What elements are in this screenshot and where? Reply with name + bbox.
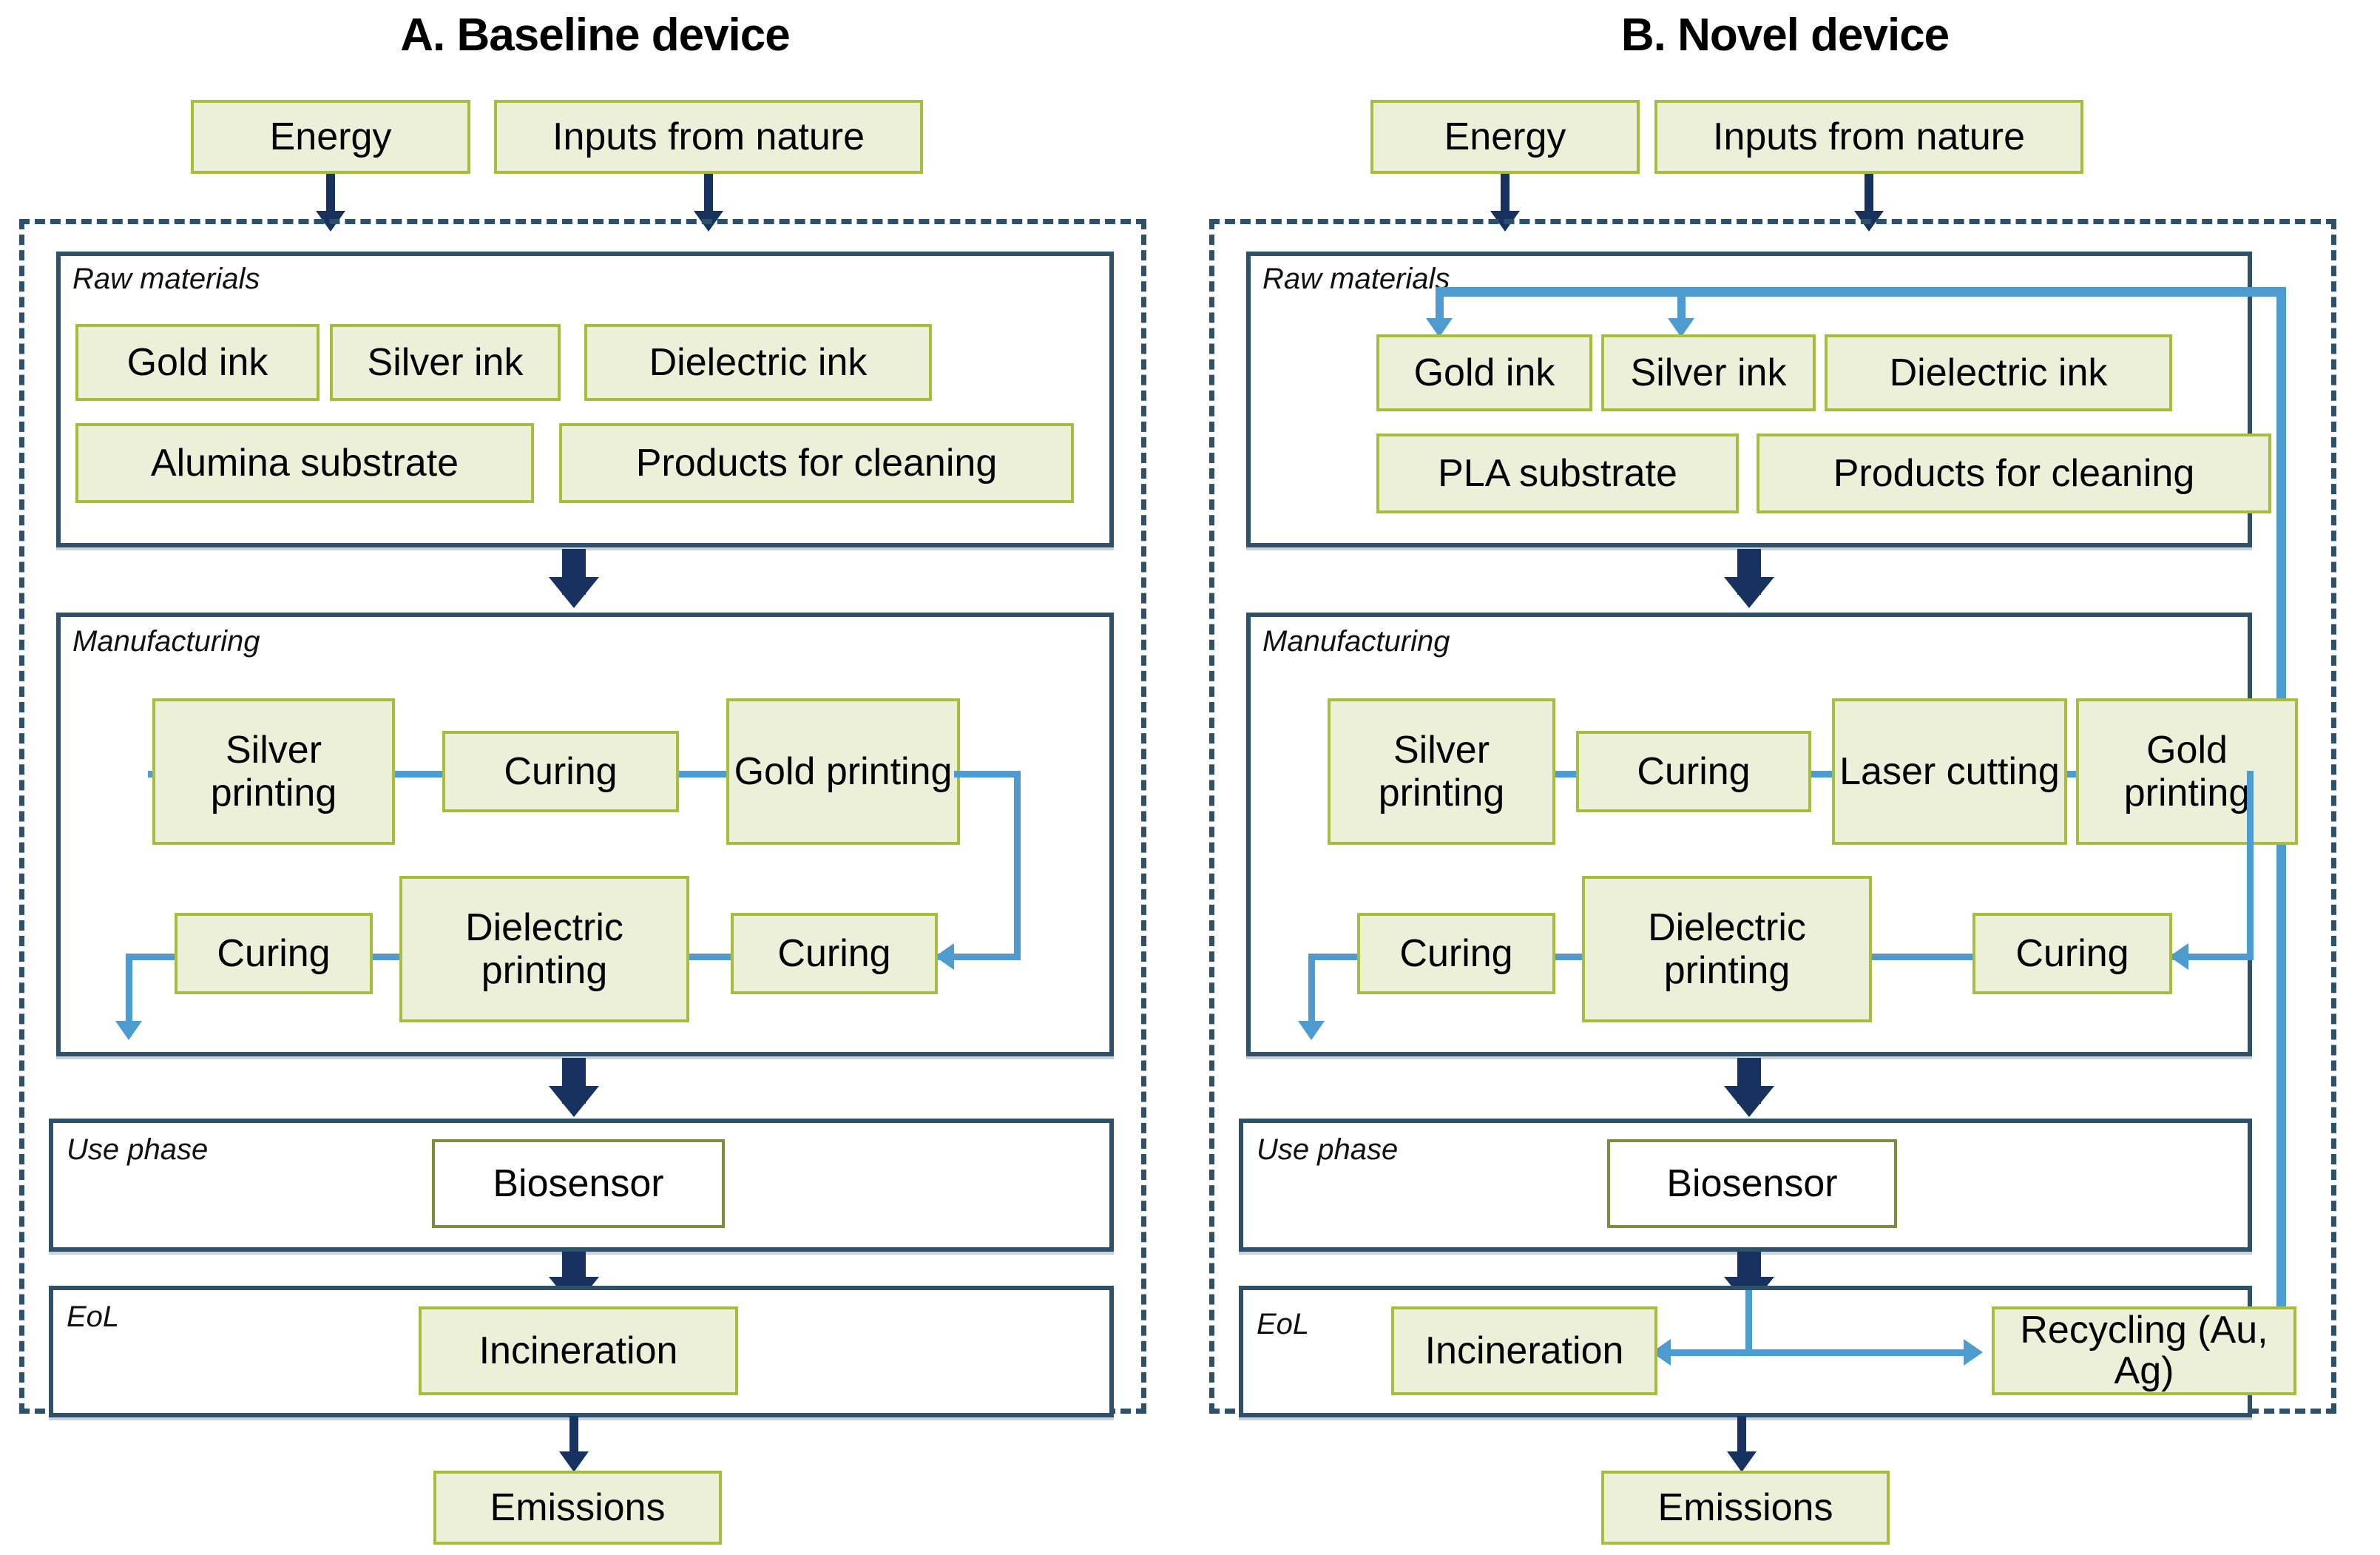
exit-seg-vert-b	[1308, 954, 1315, 1035]
arrow-nature-shaft	[704, 174, 713, 217]
material-gold-ink-b: Gold ink	[1376, 334, 1592, 411]
input-box-energy-b: Energy	[1370, 100, 1640, 174]
stage-label-raw-materials: Raw materials	[72, 263, 260, 295]
input-box-energy: Energy	[191, 100, 470, 174]
stage-label-eol-b: EoL	[1257, 1308, 1310, 1340]
material-dielectric-ink-b: Dielectric ink	[1825, 334, 2172, 411]
arrow-eol-to-emissions-head	[559, 1451, 589, 1472]
input-box-inputs-from-nature: Inputs from nature	[494, 100, 923, 174]
arrow-raw-to-mfg-head-b	[1724, 577, 1774, 608]
stage-label-manufacturing: Manufacturing	[72, 625, 260, 658]
process-curing-2-b: Curing	[1972, 913, 2172, 994]
exit-arrowhead	[115, 1021, 142, 1040]
eol-incineration-b: Incineration	[1391, 1306, 1657, 1395]
stage-label-use-phase-b: Use phase	[1257, 1133, 1399, 1166]
output-emissions: Emissions	[433, 1471, 722, 1545]
material-silver-ink-b: Silver ink	[1601, 334, 1816, 411]
eol-split-horiz	[1671, 1349, 1967, 1356]
stage-label-manufacturing-b: Manufacturing	[1262, 625, 1450, 658]
process-dielectric-printing-b: Dielectric printing	[1582, 876, 1872, 1022]
arrow-mfg-to-use-head-b	[1724, 1086, 1774, 1117]
stage-label-eol: EoL	[67, 1301, 120, 1333]
process-curing-3: Curing	[175, 913, 373, 994]
loop-seg-vert	[1014, 771, 1021, 960]
input-box-inputs-from-nature-b: Inputs from nature	[1654, 100, 2083, 174]
recycle-branch-silver-vert	[1677, 287, 1686, 325]
arrow-energy-shaft	[326, 174, 335, 217]
recycle-branch-gold-vert	[1436, 287, 1444, 325]
arrow-eol-to-emissions-head-b	[1727, 1451, 1757, 1472]
arrow-raw-to-mfg-head	[549, 577, 599, 608]
process-laser-cutting: Laser cutting	[1832, 698, 2067, 845]
exit-seg-vert	[126, 954, 132, 1035]
recycle-branch-silver-head	[1668, 318, 1694, 337]
material-products-for-cleaning-b: Products for cleaning	[1757, 434, 2271, 513]
process-curing-1: Curing	[442, 731, 679, 812]
process-curing-2: Curing	[731, 913, 938, 994]
stage-label-raw-materials-b: Raw materials	[1262, 263, 1450, 295]
loop-seg-top	[954, 771, 1021, 778]
loop-seg-vert-b	[2247, 771, 2254, 960]
loop-seg-bottom-b	[2188, 954, 2254, 960]
output-emissions-b: Emissions	[1601, 1471, 1890, 1545]
arrow-mfg-to-use-head	[549, 1086, 599, 1117]
recycle-branch-gold-head	[1426, 318, 1453, 337]
eol-recycling: Recycling (Au, Ag)	[1992, 1306, 2296, 1395]
material-products-for-cleaning: Products for cleaning	[559, 423, 1074, 503]
panel-a-title: A. Baseline device	[400, 10, 791, 61]
panel-b-title: B. Novel device	[1620, 10, 1950, 61]
arrow-nature-shaft-b	[1865, 174, 1873, 217]
arrow-energy-shaft-b	[1501, 174, 1510, 217]
process-curing-3-b: Curing	[1357, 913, 1555, 994]
exit-arrowhead-b	[1298, 1021, 1325, 1040]
loop-seg-bottom	[954, 954, 1021, 960]
material-gold-ink: Gold ink	[75, 324, 320, 401]
eol-split-vert	[1745, 1290, 1752, 1352]
material-alumina-substrate: Alumina substrate	[75, 423, 534, 503]
material-silver-ink: Silver ink	[330, 324, 561, 401]
eol-arrow-recycling	[1964, 1339, 1983, 1366]
eol-incineration: Incineration	[419, 1306, 738, 1395]
process-silver-printing: Silver printing	[152, 698, 395, 845]
process-gold-printing-b: Gold printing	[2076, 698, 2298, 845]
panel-baseline-device: A. Baseline device Energy Inputs from na…	[19, 10, 1146, 1545]
process-curing-1-b: Curing	[1576, 731, 1811, 812]
use-biosensor-b: Biosensor	[1607, 1139, 1897, 1228]
recycle-loop-horizontal-top	[1436, 287, 2286, 297]
panel-novel-device: B. Novel device Energy Inputs from natur…	[1190, 0, 2380, 1555]
material-pla-substrate: PLA substrate	[1376, 434, 1739, 513]
use-biosensor: Biosensor	[432, 1139, 725, 1228]
stage-label-use-phase: Use phase	[67, 1133, 209, 1166]
material-dielectric-ink: Dielectric ink	[584, 324, 932, 401]
process-gold-printing: Gold printing	[726, 698, 960, 845]
process-dielectric-printing: Dielectric printing	[399, 876, 689, 1022]
process-silver-printing-b: Silver printing	[1328, 698, 1555, 845]
